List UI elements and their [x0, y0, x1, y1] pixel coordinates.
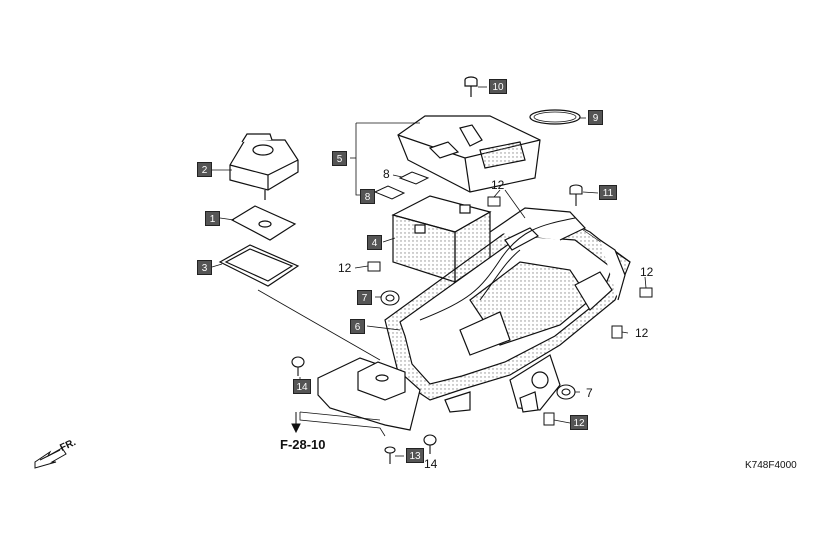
- fastener-14-part: [291, 356, 437, 454]
- bolt-part: [464, 76, 478, 97]
- callout-1: 1: [205, 211, 220, 226]
- callout-3: 3: [197, 260, 212, 275]
- callout-8: 8: [360, 189, 375, 204]
- label-12-left: 12: [338, 261, 352, 275]
- callout-13: 13: [406, 448, 424, 463]
- callout-9: 9: [588, 110, 603, 125]
- label-7: 7: [586, 386, 593, 400]
- diagram-code: K748F4000: [745, 460, 797, 471]
- o-ring-part: [529, 109, 581, 125]
- grommet-part: [380, 290, 576, 400]
- reference-arrow: [291, 412, 301, 434]
- label-8: 8: [383, 167, 390, 181]
- battery-cover-part: [397, 115, 541, 193]
- label-12-top: 12: [491, 178, 505, 192]
- label-12-right-mid: 12: [635, 326, 649, 340]
- battery-tray-part: [317, 207, 631, 431]
- label-14: 14: [424, 457, 438, 471]
- callout-14: 14: [293, 379, 311, 394]
- callout-12: 12: [570, 415, 588, 430]
- reference-label: F-28-10: [280, 437, 326, 452]
- screw-13-part: [384, 446, 396, 464]
- callout-2: 2: [197, 162, 212, 177]
- seal-part: [218, 244, 300, 287]
- label-12-right-top: 12: [640, 265, 654, 279]
- callout-6: 6: [350, 319, 365, 334]
- leader-lines: [211, 86, 647, 457]
- bolt-11-part: [569, 184, 583, 206]
- front-arrow-icon: [34, 447, 67, 469]
- pad-part: [230, 205, 297, 241]
- battery-cap-part: [229, 133, 299, 200]
- callout-5: 5: [332, 151, 347, 166]
- callout-4: 4: [367, 235, 382, 250]
- callout-7: 7: [357, 290, 372, 305]
- callout-10: 10: [489, 79, 507, 94]
- callout-11: 11: [599, 185, 617, 200]
